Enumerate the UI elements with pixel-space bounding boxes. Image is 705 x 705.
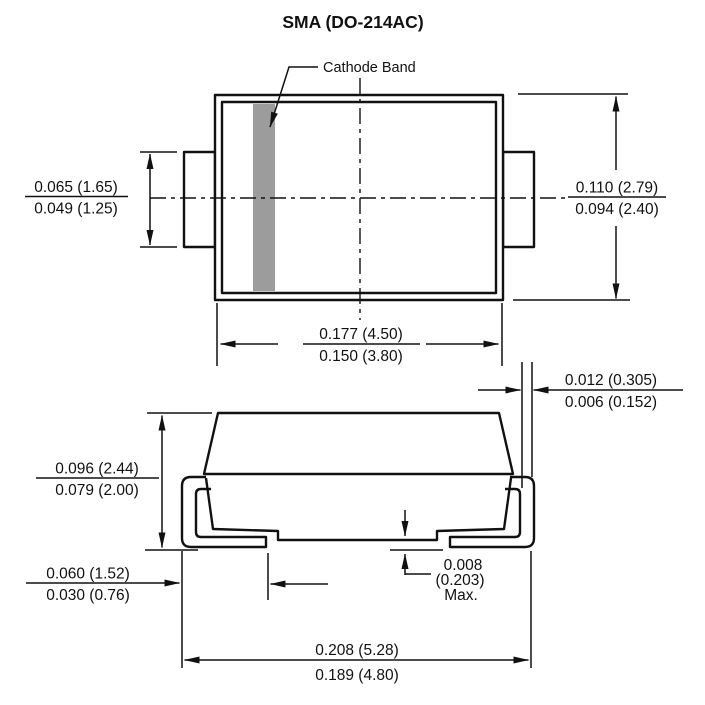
dim-standoff-qualifier: Max.	[444, 587, 478, 604]
dim-profile-height-max: 0.096 (2.44)	[55, 461, 139, 478]
dim-body-width: 0.177 (4.50) 0.150 (3.80)	[216, 303, 503, 366]
dim-tab-height-max: 0.065 (1.65)	[34, 179, 118, 196]
dim-lead-thickness: 0.012 (0.305) 0.006 (0.152)	[478, 362, 683, 488]
dim-lead-thickness-min: 0.006 (0.152)	[565, 394, 657, 411]
dim-overall-width-max: 0.208 (5.28)	[315, 642, 399, 659]
dim-standoff: 0.008 (0.203) Max.	[390, 510, 485, 604]
side-view-left-lead	[180, 475, 268, 549]
side-view-right-lead	[448, 475, 536, 549]
dim-standoff-value: 0.008	[444, 557, 483, 574]
dim-terminal-length: 0.060 (1.52) 0.030 (0.76)	[26, 551, 328, 668]
dim-lead-thickness-max: 0.012 (0.305)	[565, 372, 657, 389]
dim-body-width-max: 0.177 (4.50)	[319, 326, 403, 343]
side-view-body-top	[202, 411, 515, 476]
dim-body-height-max: 0.110 (2.79)	[576, 180, 658, 197]
dim-overall-width-min: 0.189 (4.80)	[315, 667, 399, 684]
side-view	[180, 411, 536, 549]
dim-tab-height: 0.065 (1.65) 0.049 (1.25)	[25, 151, 177, 248]
dim-body-height-min: 0.094 (2.40)	[575, 201, 659, 218]
dim-profile-height: 0.096 (2.44) 0.079 (2.00)	[36, 412, 212, 551]
cathode-band-label: Cathode Band	[323, 60, 416, 76]
cathode-band-leader-arrow	[269, 66, 318, 128]
dim-profile-height-min: 0.079 (2.00)	[55, 482, 139, 499]
dim-body-height: 0.110 (2.79) 0.094 (2.40)	[513, 93, 666, 301]
dim-body-width-min: 0.150 (3.80)	[319, 348, 403, 365]
dim-tab-height-min: 0.049 (1.25)	[34, 201, 118, 218]
side-view-body-bottom	[204, 477, 513, 542]
dim-overall-width: 0.208 (5.28) 0.189 (4.80)	[184, 551, 532, 684]
top-view: Cathode Band	[150, 60, 568, 320]
top-view-left-terminal	[182, 150, 217, 249]
top-view-right-terminal	[501, 150, 536, 249]
drawing-title: SMA (DO-214AC)	[282, 12, 423, 32]
dim-terminal-length-min: 0.030 (0.76)	[46, 587, 130, 604]
dim-standoff-mm: (0.203)	[435, 572, 484, 589]
dim-terminal-length-max: 0.060 (1.52)	[46, 566, 130, 583]
